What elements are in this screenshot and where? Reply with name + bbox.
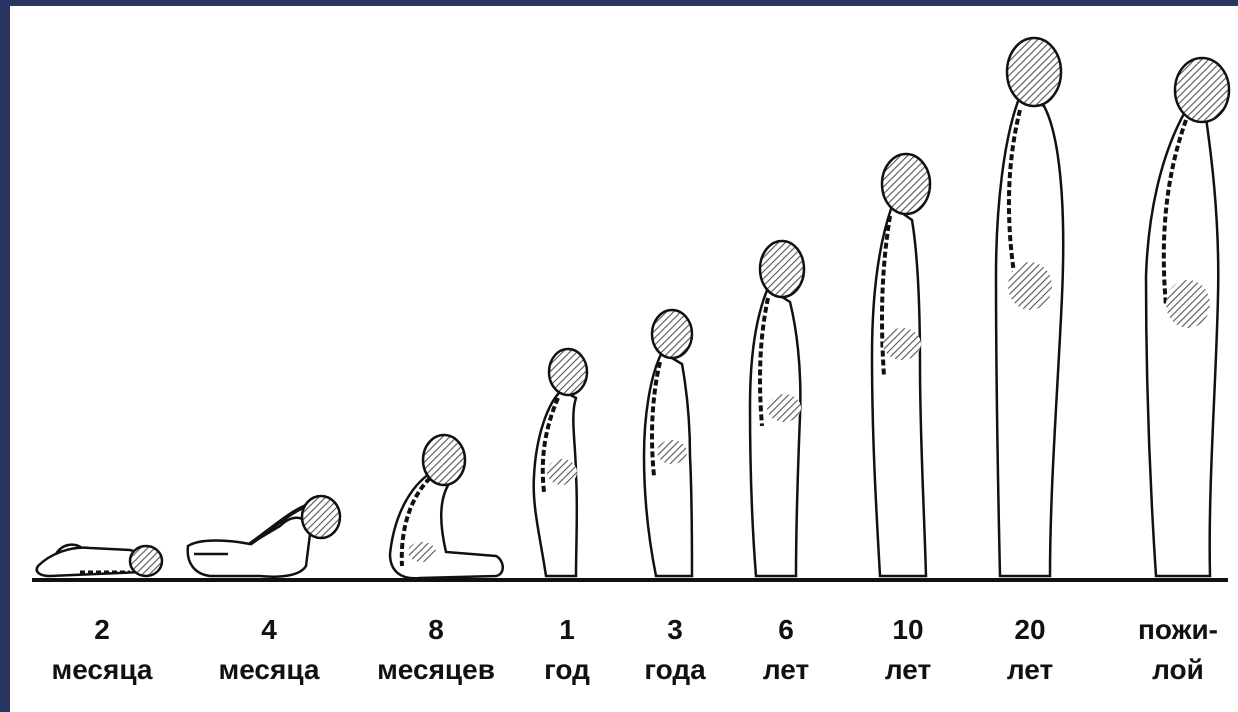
caption-8-months: 8 месяцев — [361, 610, 511, 690]
figure-3-years — [644, 310, 692, 576]
caption-number: 4 — [194, 610, 344, 650]
figure-2-months — [37, 545, 162, 576]
caption-number: 2 — [27, 610, 177, 650]
figure-20-years — [996, 38, 1063, 576]
caption-number: 20 — [955, 610, 1105, 650]
caption-number: 8 — [361, 610, 511, 650]
caption-elderly: пожи- лой — [1103, 610, 1238, 690]
caption-unit: лой — [1103, 650, 1238, 690]
figure-4-months — [188, 496, 340, 577]
figure-1-year — [534, 349, 587, 576]
figure-10-years — [872, 154, 930, 576]
spine-development-illustration — [10, 6, 1238, 712]
caption-number: пожи- — [1103, 610, 1238, 650]
figure-elderly — [1146, 58, 1229, 576]
caption-unit: месяцев — [361, 650, 511, 690]
caption-unit: лет — [955, 650, 1105, 690]
figure-6-years — [750, 241, 804, 576]
caption-4-months: 4 месяца — [194, 610, 344, 690]
caption-20-years: 20 лет — [955, 610, 1105, 690]
caption-unit: месяца — [194, 650, 344, 690]
caption-2-months: 2 месяца — [27, 610, 177, 690]
caption-unit: месяца — [27, 650, 177, 690]
slide: 2 месяца 4 месяца 8 месяцев 1 год 3 года… — [10, 6, 1238, 712]
figure-8-months — [390, 435, 503, 578]
